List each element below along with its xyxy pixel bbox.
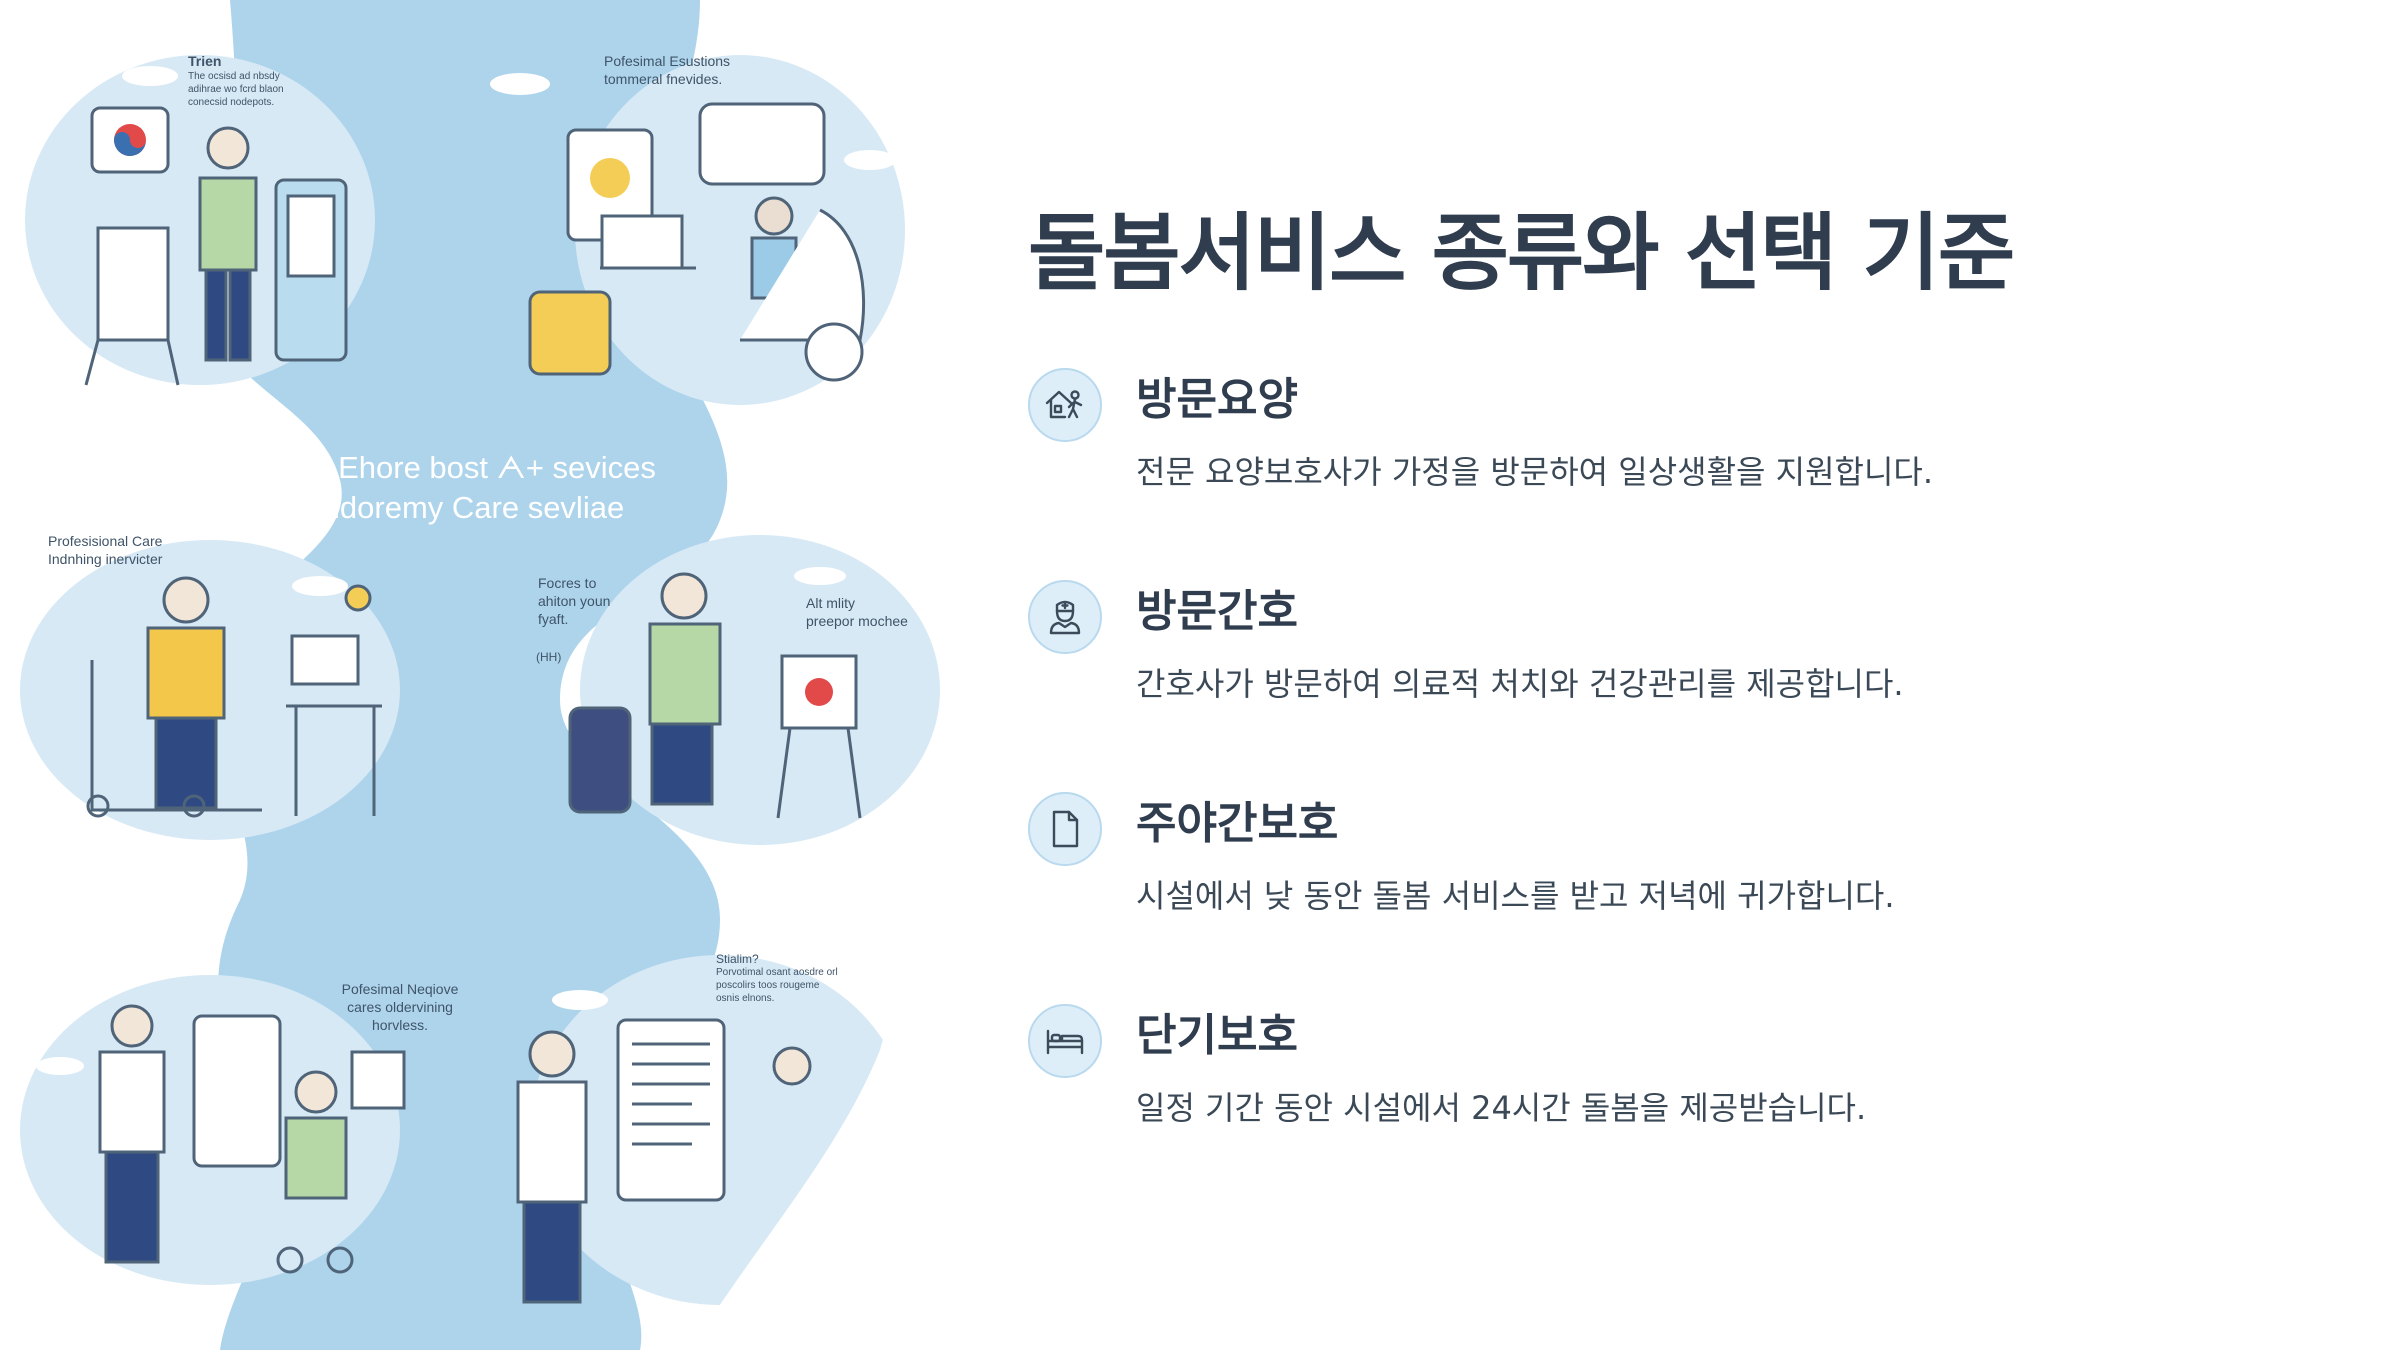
document-icon — [1028, 792, 1102, 866]
caption-mid-center: Focres to ahiton youn fyaft. — [538, 575, 611, 627]
caption-top-left-title: Trien — [188, 53, 222, 69]
service-item-home-care: 방문요양 전문 요양보호사가 가정을 방문하여 일상생활을 지원합니다. — [1028, 368, 2328, 528]
caption-top-right: Pofesimal Esustions tommeral fnevides. — [604, 53, 731, 87]
scene-woman-wheelchair-laptop — [528, 102, 866, 382]
service-description: 일정 기간 동안 시설에서 24시간 돌봄을 제공받습니다. — [1136, 1089, 1867, 1127]
illustration-headline: Yor Ehore bost ᗅ⁠+ sevices eldoremy Care… — [284, 450, 656, 525]
caption-top-left-body: The ocsisd ad nbsdy adihrae wo fcrd blao… — [188, 71, 284, 108]
caption-mid-left: Profesisional Care Indnhing inervicter — [48, 533, 163, 567]
caption-badge: (HH) — [536, 650, 562, 664]
service-description: 전문 요양보호사가 가정을 방문하여 일상생활을 지원합니다. — [1136, 453, 1934, 491]
content-panel: 돌봄서비스 종류와 선택 기준 방문요양 전문 요양보호사가 가정을 방문하여 … — [1028, 0, 2368, 1350]
caption-bottom-right-body: Porvotimal osant aosdre orl poscolirs to… — [716, 967, 838, 1004]
nurse-icon — [1028, 580, 1102, 654]
care-illustration-collage — [20, 0, 940, 1350]
service-item-home-nursing: 방문간호 간호사가 방문하여 의료적 처치와 건강관리를 제공합니다. — [1028, 580, 2328, 740]
scene-woman-yellow-computer — [86, 576, 382, 818]
home-visit-person-icon — [1028, 368, 1102, 442]
decorative-clouds — [36, 66, 896, 1075]
service-description: 시설에서 낮 동안 돌봄 서비스를 받고 저녁에 귀가합니다. — [1136, 877, 1895, 915]
white-edge-wave — [690, 0, 940, 1350]
caption-bottom-right-title: Stialim? — [716, 952, 759, 966]
service-item-day-night-care: 주야간보호 시설에서 낮 동안 돌봄 서비스를 받고 저녁에 귀가합니다. — [1028, 792, 2328, 952]
scene-man-info-board — [84, 106, 348, 386]
scene-caregiver-wheelchair — [98, 1004, 406, 1274]
service-title: 주야간보호 — [1136, 798, 1339, 849]
service-item-short-term-care: 단기보호 일정 기간 동안 시설에서 24시간 돌봄을 제공받습니다. — [1028, 1004, 2328, 1164]
service-title: 단기보호 — [1136, 1010, 1298, 1061]
scene-bg-mid-right — [580, 535, 940, 845]
service-title: 방문간호 — [1136, 586, 1298, 637]
bed-icon — [1028, 1004, 1102, 1078]
scene-man-pointing-board — [516, 1018, 812, 1304]
slide-title: 돌봄서비스 종류와 선택 기준 — [1028, 204, 2015, 302]
service-title: 방문요양 — [1136, 374, 1298, 425]
caption-mid-right: Alt mlity preepor mochee — [806, 595, 908, 629]
illustration-panel: Yor Ehore bost ᗅ⁠+ sevices eldoremy Care… — [0, 0, 940, 1350]
scene-woman-walker-flag — [568, 572, 862, 819]
service-description: 간호사가 방문하여 의료적 처치와 건강관리를 제공합니다. — [1136, 665, 1904, 703]
caption-bottom-center: Pofesimal Neqiove cares oldervining horv… — [341, 981, 459, 1033]
